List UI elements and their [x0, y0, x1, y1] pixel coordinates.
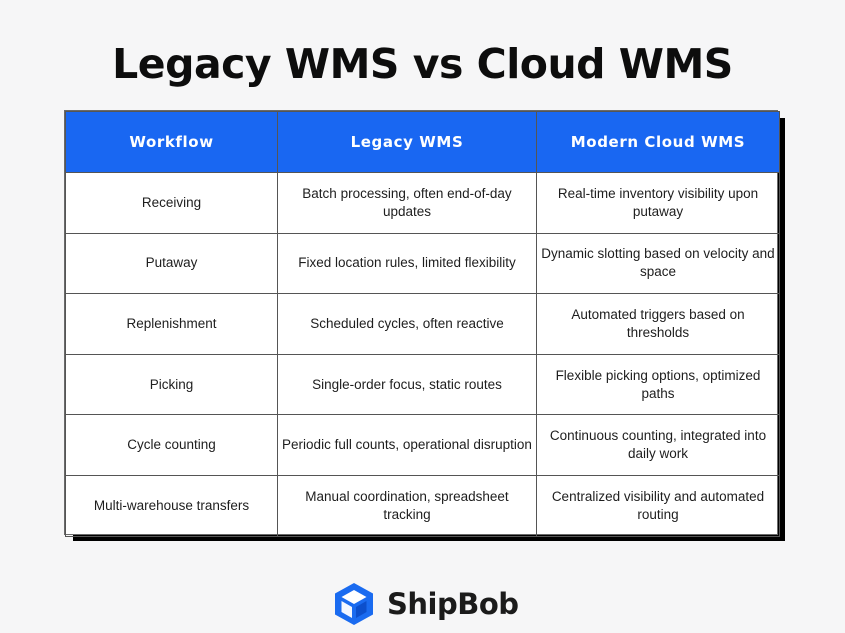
page-title: Legacy WMS vs Cloud WMS	[112, 40, 733, 88]
header-legacy-wms: Legacy WMS	[277, 111, 537, 173]
cloud-cell: Real-time inventory visibility upon puta…	[536, 172, 780, 234]
cloud-cell: Centralized visibility and automated rou…	[536, 474, 780, 537]
table-row: Replenishment Scheduled cycles, often re…	[65, 293, 780, 355]
legacy-cell: Periodic full counts, operational disrup…	[277, 414, 537, 476]
workflow-cell: Picking	[65, 353, 278, 416]
cloud-cell: Flexible picking options, optimized path…	[536, 353, 780, 416]
table-row: Cycle counting Periodic full counts, ope…	[65, 414, 780, 476]
table-row: Picking Single-order focus, static route…	[65, 353, 780, 416]
cloud-cell: Automated triggers based on thresholds	[536, 293, 780, 355]
table-row: Putaway Fixed location rules, limited fl…	[65, 232, 780, 295]
header-workflow: Workflow	[65, 111, 278, 173]
legacy-cell: Scheduled cycles, often reactive	[277, 293, 537, 355]
legacy-cell: Single-order focus, static routes	[277, 353, 537, 416]
legacy-cell: Fixed location rules, limited flexibilit…	[277, 232, 537, 295]
header-modern-cloud-wms: Modern Cloud WMS	[536, 111, 780, 173]
brand-name: ShipBob	[387, 587, 519, 621]
comparison-table: Workflow Legacy WMS Modern Cloud WMS Rec…	[64, 110, 780, 537]
shipbob-cube-logo-icon	[333, 582, 375, 626]
cloud-cell: Continuous counting, integrated into dai…	[536, 414, 780, 476]
table-row: Receiving Batch processing, often end-of…	[65, 172, 780, 234]
legacy-cell: Manual coordination, spreadsheet trackin…	[277, 474, 537, 537]
workflow-cell: Multi-warehouse transfers	[65, 474, 278, 537]
workflow-cell: Putaway	[65, 232, 278, 295]
table-header-row: Workflow Legacy WMS Modern Cloud WMS	[65, 111, 780, 173]
legacy-cell: Batch processing, often end-of-day updat…	[277, 172, 537, 234]
workflow-cell: Replenishment	[65, 293, 278, 355]
cloud-cell: Dynamic slotting based on velocity and s…	[536, 232, 780, 295]
table-row: Multi-warehouse transfers Manual coordin…	[65, 474, 780, 537]
shipbob-logo: ShipBob	[333, 582, 519, 626]
workflow-cell: Cycle counting	[65, 414, 278, 476]
workflow-cell: Receiving	[65, 172, 278, 234]
